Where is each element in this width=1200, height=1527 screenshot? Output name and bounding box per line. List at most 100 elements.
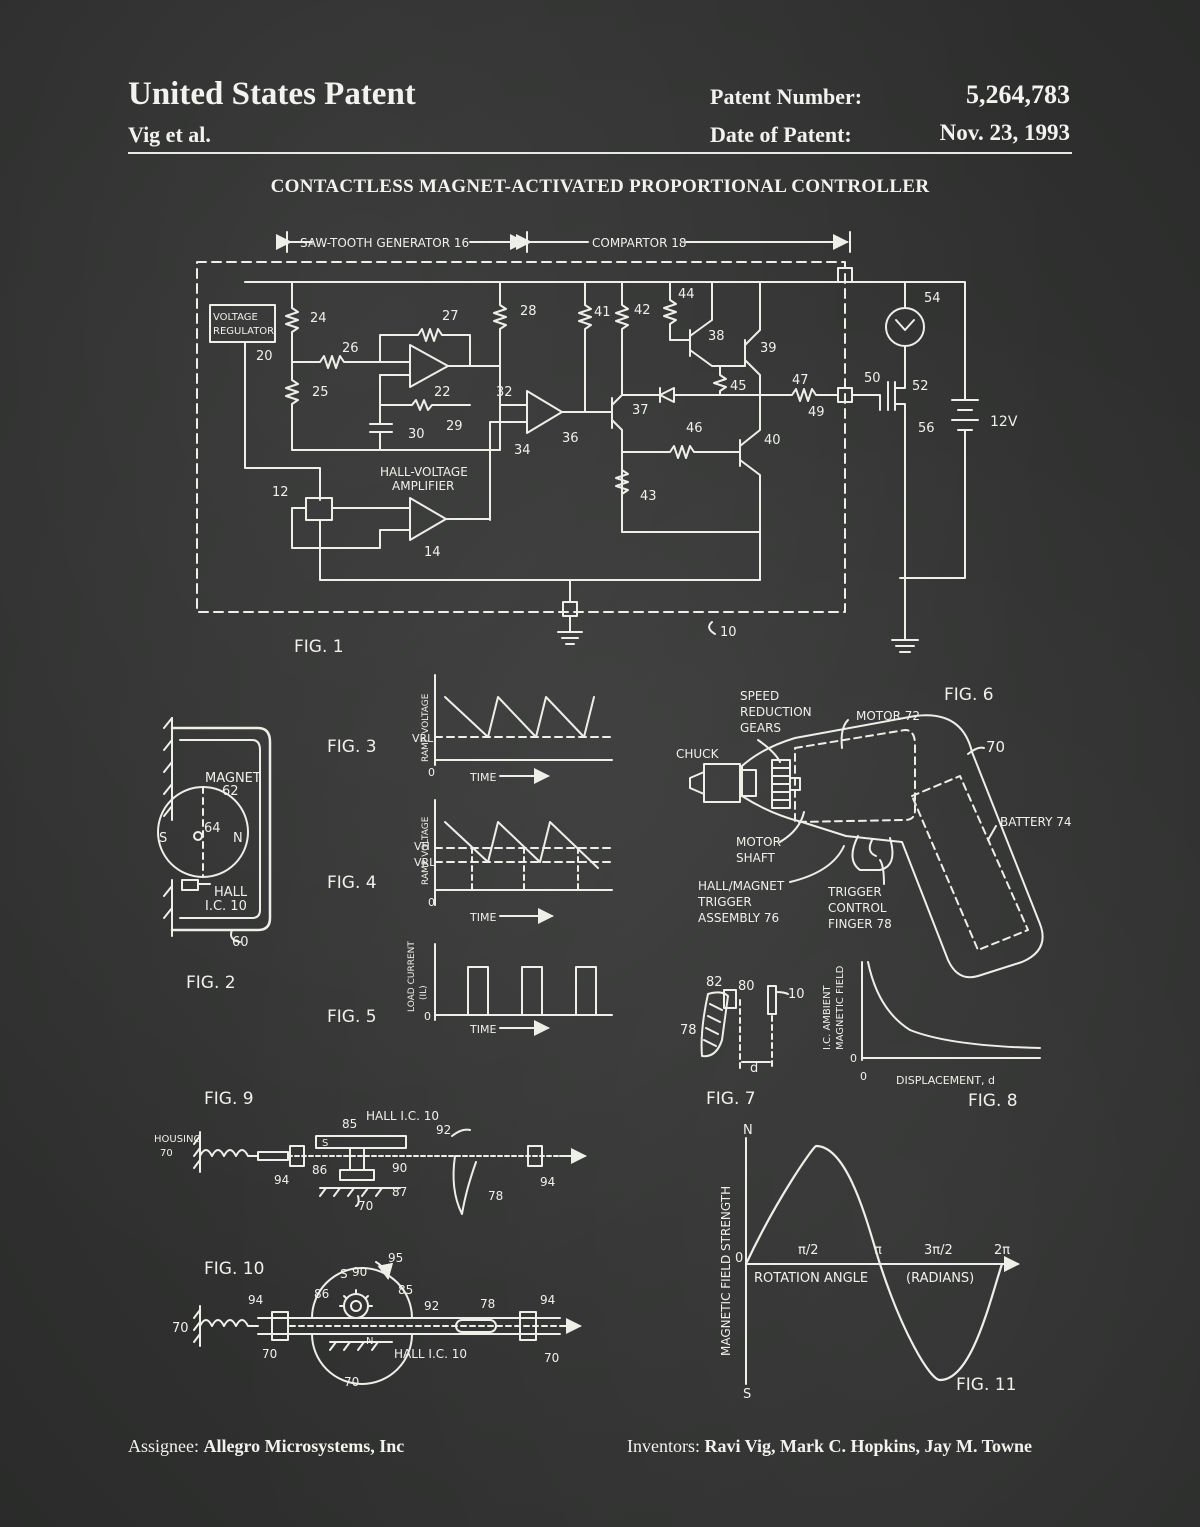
fig9-ref-87: 87 <box>392 1185 407 1199</box>
fig10-label: FIG. 10 <box>204 1259 264 1279</box>
fig6-chuck: CHUCK <box>676 747 720 761</box>
fig9-ref-94a: 94 <box>274 1173 289 1187</box>
fig11-tick-4: 2π <box>994 1243 1010 1258</box>
ref-36: 36 <box>562 431 579 446</box>
fig10-ref-92: 92 <box>424 1299 439 1313</box>
patent-number: 5,264,783 <box>966 80 1070 109</box>
assignee-value: Allegro Microsystems, Inc <box>203 1436 405 1456</box>
fig6-trigger-1: TRIGGER <box>827 885 882 899</box>
fig6-battery: BATTERY 74 <box>1000 815 1072 829</box>
fig10-ref-78: 78 <box>480 1297 495 1311</box>
fig8-ylabel-2: MAGNETIC FIELD <box>835 965 846 1050</box>
ref-56: 56 <box>918 421 935 436</box>
fig7-ref-78: 78 <box>680 1023 697 1038</box>
ref-12: 12 <box>272 485 289 500</box>
fig6-hall-3: ASSEMBLY 76 <box>698 911 779 925</box>
inventors-value: Ravi Vig, Mark C. Hopkins, Jay M. Towne <box>704 1436 1033 1456</box>
header-rule <box>128 152 1072 154</box>
assignee-label: Assignee: <box>128 1436 199 1456</box>
patent-date-label: Date of Patent: <box>710 122 852 147</box>
fig5-load-current: LOAD CURRENT (IL) 0 TIME FIG. 5 <box>327 941 613 1036</box>
fig2-hall: HALL <box>214 885 248 900</box>
comparator-label: COMPARTOR 18 <box>592 236 687 250</box>
ref-47: 47 <box>792 373 809 388</box>
fig3-origin: 0 <box>428 766 435 779</box>
fig6-ref-70: 70 <box>986 738 1005 756</box>
ref-40: 40 <box>764 433 781 448</box>
fig8-xlabel: DISPLACEMENT, d <box>896 1074 995 1087</box>
ref-22: 22 <box>434 385 451 400</box>
fig11-label: FIG. 11 <box>956 1375 1016 1395</box>
fig10-rotary-assembly: 70 94 70 70 70 94 S N 90 95 86 85 92 78 … <box>172 1251 582 1389</box>
ref-28: 28 <box>520 304 537 319</box>
fig9-ref-70: 70 <box>358 1199 373 1213</box>
fig9-ref-86: 86 <box>312 1163 327 1177</box>
voltage-label: 12V <box>990 414 1018 430</box>
voltage-regulator-label-2: REGULATOR <box>213 326 274 337</box>
fig7-trigger: 82 80 10 78 d FIG. 7 <box>680 975 805 1109</box>
fig10-ref-85: 85 <box>398 1283 413 1297</box>
ref-52: 52 <box>912 379 929 394</box>
fig2-magnet: MAGNET 62 64 S N HALL I.C. 10 60 FIG. 2 <box>157 717 272 993</box>
fig11-origin: 0 <box>735 1251 743 1266</box>
ref-41: 41 <box>594 305 611 320</box>
fig2-hall-ic: I.C. 10 <box>205 899 247 914</box>
voltage-regulator-label-1: VOLTAGE <box>213 312 258 323</box>
ref-46: 46 <box>686 421 703 436</box>
fig6-motor-shaft-1: MOTOR <box>736 835 781 849</box>
ref-43: 43 <box>640 489 657 504</box>
fig10-ref-70d: 70 <box>544 1351 559 1365</box>
fig9-housing-2: 70 <box>160 1148 173 1159</box>
fig9-ref-78: 78 <box>488 1189 503 1203</box>
fig2-label: FIG. 2 <box>186 973 236 993</box>
patent-date: Nov. 23, 1993 <box>939 120 1070 145</box>
ref-29: 29 <box>446 419 463 434</box>
ref-14: 14 <box>424 545 441 560</box>
fig6-label: FIG. 6 <box>944 685 994 705</box>
fig10-s: S <box>340 1267 348 1281</box>
fig4-vrl: VRL <box>414 856 436 869</box>
fig4-label: FIG. 4 <box>327 873 377 893</box>
fig6-gears-1: SPEED <box>740 689 779 703</box>
fig10-ref-94b: 94 <box>540 1293 555 1307</box>
fig8-origin-x: 0 <box>860 1070 867 1083</box>
inventors-label: Inventors: <box>627 1436 700 1456</box>
fig5-xlabel: TIME <box>469 1023 496 1036</box>
ref-37: 37 <box>632 403 649 418</box>
fig7-label: FIG. 7 <box>706 1089 756 1109</box>
fig6-drill: SPEED REDUCTION GEARS MOTOR 72 CHUCK 70 … <box>676 685 1072 979</box>
ref-49: 49 <box>808 405 825 420</box>
patent-number-label: Patent Number: <box>710 84 863 109</box>
fig6-motor-shaft-2: SHAFT <box>736 851 776 865</box>
fig5-label: FIG. 5 <box>327 1007 377 1027</box>
fig6-motor: MOTOR 72 <box>856 709 920 723</box>
fig10-ref-94a: 94 <box>248 1293 263 1307</box>
fig4-ramp: RAMP VOLTAGE VH VRL 0 TIME FIG. 4 <box>327 799 613 924</box>
fig6-gears-3: GEARS <box>740 721 781 735</box>
ref-25: 25 <box>312 385 329 400</box>
hall-amp-label-2: AMPLIFIER <box>392 479 454 493</box>
fig7-ref-10: 10 <box>788 987 805 1002</box>
fig3-ramp: RAMP VOLTAGE VRL 0 TIME FIG. 3 <box>327 674 613 784</box>
fig2-ref-64: 64 <box>204 821 221 836</box>
fig11-units: (RADIANS) <box>906 1271 974 1286</box>
ref-50: 50 <box>864 371 881 386</box>
fig10-ref-70a: 70 <box>172 1321 189 1336</box>
fig4-ylabel: RAMP VOLTAGE <box>421 816 431 885</box>
fig3-xlabel: TIME <box>469 771 496 784</box>
ref-26: 26 <box>342 341 359 356</box>
fig5-ylabel-2: (IL) <box>419 985 429 1000</box>
fig4-origin: 0 <box>428 896 435 909</box>
fig9-label: FIG. 9 <box>204 1089 254 1109</box>
fig6-gears-2: REDUCTION <box>740 705 812 719</box>
fig9-ref-92: 92 <box>436 1123 451 1137</box>
ref-42: 42 <box>634 303 651 318</box>
ref-20: 20 <box>256 349 273 364</box>
footer-assignee: Assignee: Allegro Microsystems, Inc <box>128 1436 404 1457</box>
fig7-d: d <box>750 1061 758 1076</box>
fig10-ref-70b: 70 <box>262 1347 277 1361</box>
fig6-hall-2: TRIGGER <box>697 895 752 909</box>
patent-subtitle: CONTACTLESS MAGNET-ACTIVATED PROPORTIONA… <box>270 176 930 197</box>
fig11-tick-3: 3π/2 <box>924 1243 953 1258</box>
